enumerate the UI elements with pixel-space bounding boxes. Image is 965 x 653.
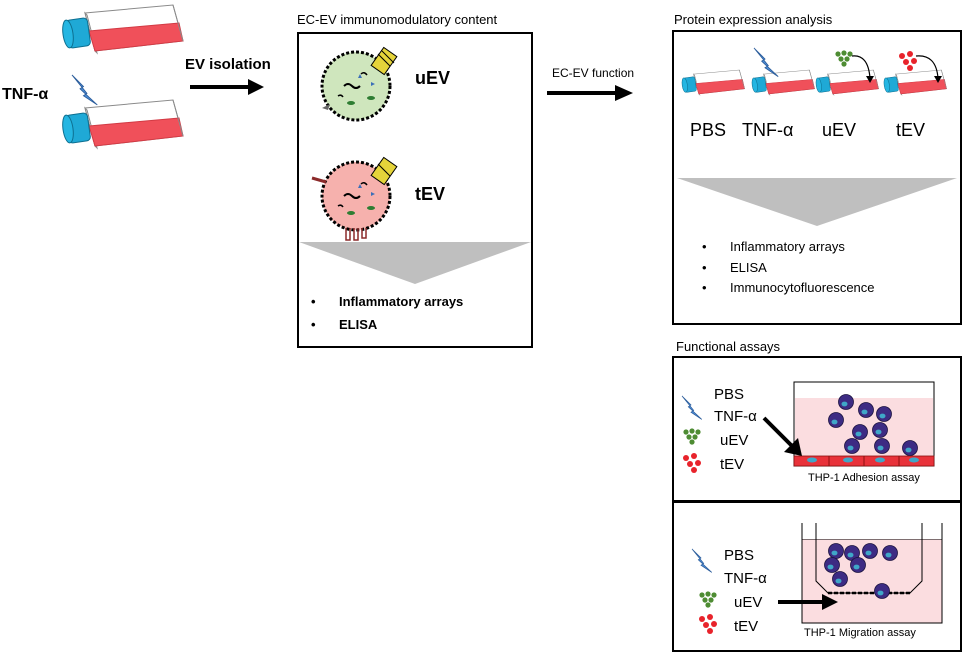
condition-label: uEV [822,120,857,140]
condition-label: PBS [714,386,745,403]
ev-isolation-label: EV isolation [185,56,271,73]
lightning-icon [681,395,703,420]
arrow-into-well [762,416,802,456]
content-method-item: •ELISA [311,317,378,332]
condition-label: TNF-α [714,408,757,425]
arrow-ev-isolation [190,79,264,95]
protein-panel-title: Protein expression analysis [674,12,833,27]
protein-method-item: •Inflammatory arrays [702,239,845,254]
content-panel: uEV tEV •Inflammatory arrays •ELISA [297,32,533,348]
content-method-label: Inflammatory arrays [339,294,464,309]
analysis-wedge [677,178,957,226]
transfer-arrow [851,55,874,83]
migration-assay: PBS TNF-α uEV tEV THP-1 Migration assay [674,503,960,648]
uev-label: uEV [415,68,451,88]
tev-label: tEV [415,184,446,204]
protein-method-item: •Immunocytofluorescence [702,280,875,295]
green-dots-icon [683,428,701,445]
protein-method-label: ELISA [730,260,767,275]
adhesion-assay: PBS TNF-α uEV tEV THP-1 Adhesion assay [674,358,960,501]
content-method-item: •Inflammatory arrays [311,294,464,309]
green-dots-icon [699,591,717,608]
assay-caption: THP-1 Adhesion assay [808,472,920,484]
tev-vesicle [311,156,398,241]
protein-panel: PBS TNF-α uEV tEV •Inflammatory arrays •… [672,30,962,325]
condition-label: PBS [724,547,755,564]
protein-method-item: •ELISA [702,260,767,275]
condition-label: tEV [720,456,745,473]
functional-panel: PBS TNF-α uEV tEV THP-1 Adhesion assay [672,356,962,652]
condition-label: uEV [720,432,749,449]
lightning-icon [691,548,713,573]
condition-label: PBS [690,120,727,140]
tnf-alpha-label: TNF-α [2,86,49,103]
flask-untreated [60,4,184,54]
analysis-wedge [299,242,531,284]
condition-label: uEV [734,594,763,611]
lightning-icon [71,74,98,106]
red-dots-icon [683,453,701,473]
migration-well [801,523,943,624]
adhesion-well [793,381,935,467]
functional-panel-title: Functional assays [676,339,781,354]
transfer-arrow [915,55,942,83]
protein-method-label: Immunocytofluorescence [730,280,875,295]
lightning-icon [753,47,779,78]
uev-vesicle [320,46,398,122]
content-panel-title: EC-EV immunomodulatory content [297,12,498,27]
condition-label: TNF-α [742,120,794,140]
protein-method-label: Inflammatory arrays [730,239,845,254]
condition-label: tEV [734,618,759,635]
arrow-ec-ev-function [547,85,633,101]
flask-tnf-treated [60,99,184,149]
content-method-label: ELISA [339,317,378,332]
arrow-into-well [778,594,838,610]
function-arrow-label: EC-EV function [552,66,635,80]
flask-pbs [680,69,745,96]
assay-divider [674,500,960,503]
red-dots-icon [699,614,717,634]
condition-label: tEV [896,120,926,140]
condition-label: TNF-α [724,570,767,587]
assay-caption: THP-1 Migration assay [804,627,916,639]
